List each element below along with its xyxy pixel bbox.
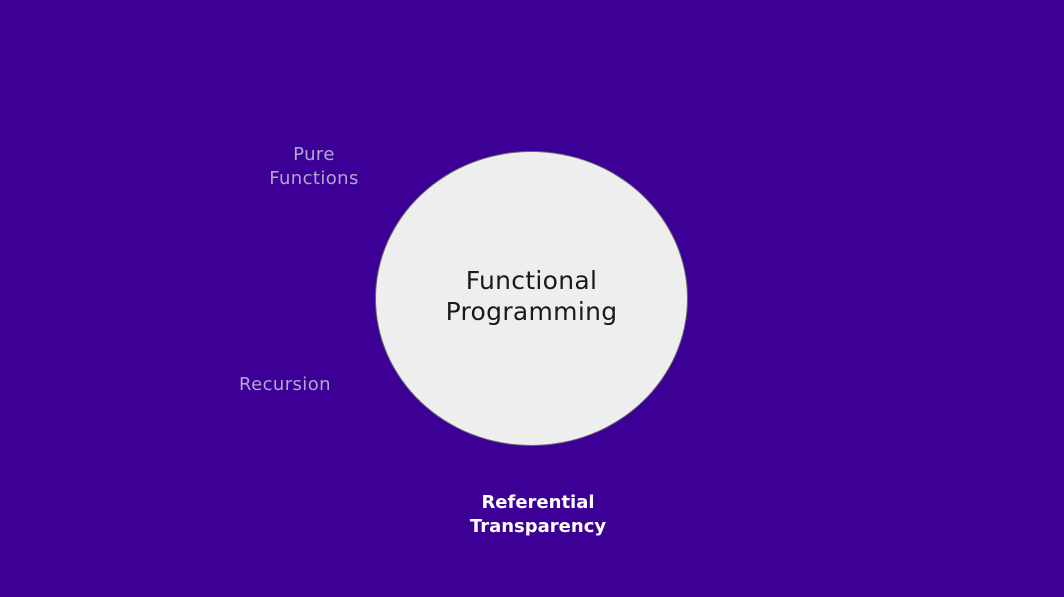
concept-referential-transparency-line-1: Referential xyxy=(481,492,595,513)
concept-referential-transparency-line-2: Transparency xyxy=(469,516,607,537)
concept-recursion: Recursion xyxy=(226,373,344,397)
center-label: Functional Programming xyxy=(446,265,618,327)
concept-pure-functions-line-1: Pure xyxy=(293,144,335,165)
center-label-line-2: Programming xyxy=(445,296,618,326)
concept-pure-functions: Pure Functions xyxy=(254,143,374,191)
center-circle: Functional Programming xyxy=(375,151,688,446)
center-label-line-1: Functional xyxy=(465,265,598,295)
concept-referential-transparency: Referential Transparency xyxy=(453,491,623,539)
concept-pure-functions-line-2: Functions xyxy=(269,168,359,189)
concept-recursion-label: Recursion xyxy=(239,374,331,395)
